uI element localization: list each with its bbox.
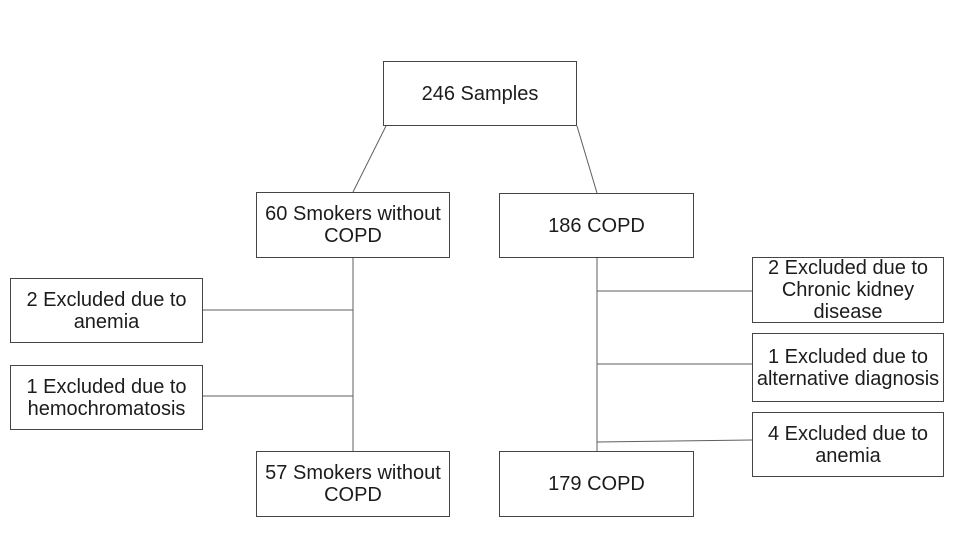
node-total-samples: 246 Samples bbox=[383, 61, 577, 126]
edge-branch-to-excl-anemia4 bbox=[596, 439, 753, 443]
node-excluded-chronic-kidney-disease: 2 Excluded due to Chronic kidney disease bbox=[752, 257, 944, 323]
node-label: 1 Excluded due to hemochromatosis bbox=[26, 375, 187, 420]
node-excluded-alternative-diagnosis: 1 Excluded due to alternative diagnosis bbox=[752, 333, 944, 402]
node-label: 57 Smokers without COPD bbox=[265, 462, 441, 506]
node-excluded-anemia-copd: 4 Excluded due to anemia bbox=[752, 412, 944, 477]
edge-samples-to-copd186 bbox=[576, 125, 598, 194]
node-copd-initial: 186 COPD bbox=[499, 193, 694, 258]
node-label: 2 Excluded due to Chronic kidney disease bbox=[767, 257, 929, 323]
node-label: 2 Excluded due to anemia bbox=[26, 288, 187, 333]
node-copd-final: 179 COPD bbox=[499, 451, 694, 517]
edge-samples-to-smokers60 bbox=[352, 125, 387, 193]
node-excluded-anemia-smokers: 2 Excluded due to anemia bbox=[10, 278, 203, 343]
node-label: 4 Excluded due to anemia bbox=[767, 422, 929, 467]
node-label: 60 Smokers without COPD bbox=[265, 203, 441, 247]
node-smokers-without-copd-final: 57 Smokers without COPD bbox=[256, 451, 450, 517]
node-label: 246 Samples bbox=[421, 82, 539, 105]
node-excluded-hemochromatosis: 1 Excluded due to hemochromatosis bbox=[10, 365, 203, 430]
node-label: 179 COPD bbox=[548, 473, 645, 495]
node-smokers-without-copd-initial: 60 Smokers without COPD bbox=[256, 192, 450, 258]
node-label: 186 COPD bbox=[548, 214, 645, 237]
node-label: 1 Excluded due to alternative diagnosis bbox=[756, 345, 940, 390]
